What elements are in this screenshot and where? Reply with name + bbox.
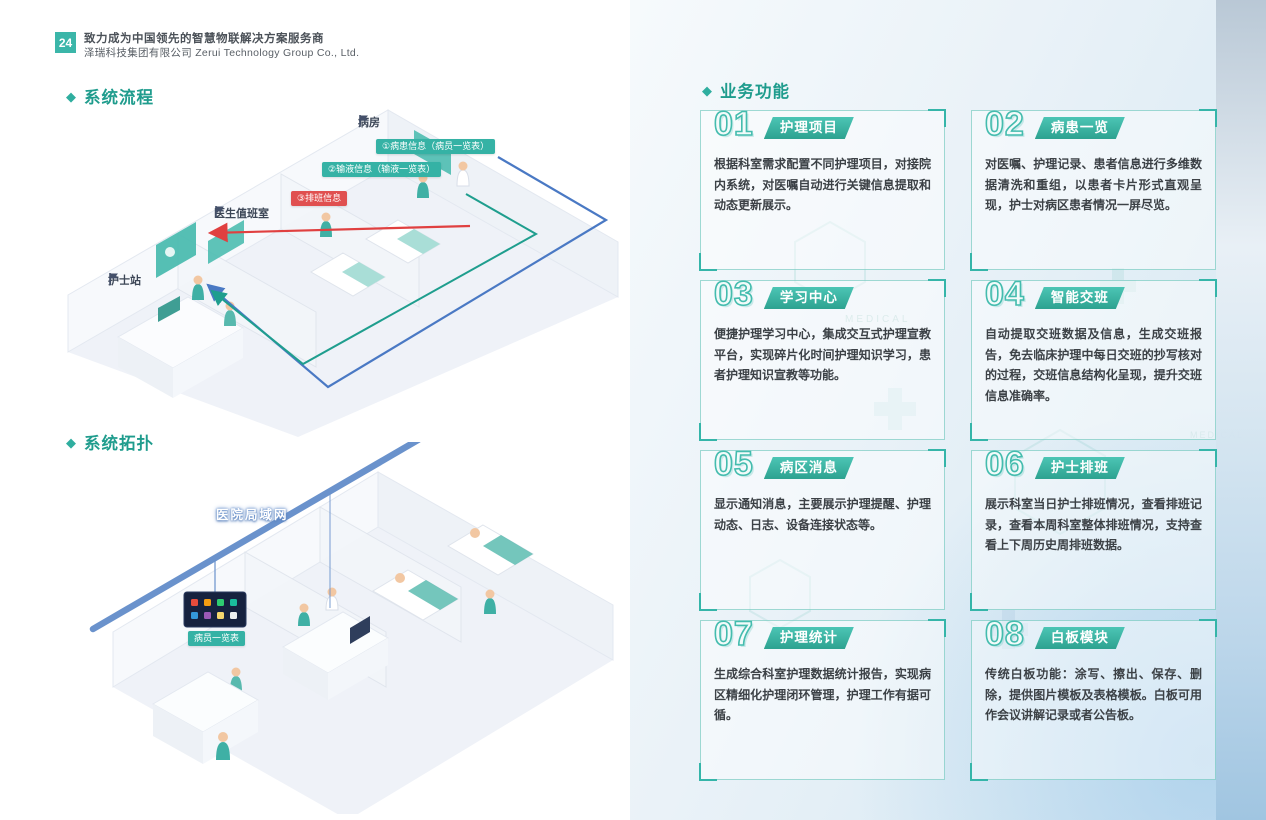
route-schedule-info — [207, 222, 471, 243]
card-header: 04 智能交班 — [984, 273, 1202, 315]
function-card-01: 01 护理项目 根据科室需求配置不同护理项目，对接院内系统，对医嘱自动进行关键信… — [699, 106, 946, 271]
nurse-counter — [151, 667, 260, 764]
card-header: 03 学习中心 — [713, 273, 931, 315]
function-card-05: 05 病区消息 显示通知消息，主要展示护理提醒、护理动态、日志、设备连接状态等。 — [699, 446, 946, 611]
header-slogan: 致力成为中国领先的智慧物联解决方案服务商 — [84, 33, 324, 45]
hospital-beds — [310, 219, 441, 297]
card-description: 展示科室当日护士排班情况，查看排班记录，查看本周科室整体排班情况，支持查看上下周… — [985, 497, 1202, 553]
card-title-badge: 白板模块 — [1035, 627, 1125, 649]
card-number: 03 — [713, 275, 754, 313]
person-figure — [298, 603, 310, 626]
topology-isometric-scene — [89, 442, 614, 814]
card-title-badge: 智能交班 — [1035, 287, 1125, 309]
function-card-02: 02 病患一览 对医嘱、护理记录、患者信息进行多维数据清洗和重组，以患者卡片形式… — [970, 106, 1217, 271]
nurse-station-label: 护士站 — [108, 272, 141, 288]
hospital-lan-line — [89, 442, 421, 633]
card-header: 01 护理项目 — [713, 103, 931, 145]
route-infusion-info — [210, 193, 539, 366]
function-card-03: 03 学习中心 便捷护理学习中心，集成交互式护理宣教平台，实现碎片化时间护理知识… — [699, 276, 946, 441]
section-heading-flow: ◆ 系统流程 — [66, 84, 154, 108]
card-title-badge: 护理项目 — [764, 117, 854, 139]
flow-isometric-scene — [67, 109, 619, 437]
card-title-badge: 病区消息 — [764, 457, 854, 479]
person-figure — [325, 587, 339, 611]
route-label-patient-info: ①病患信息（病员一览表） — [376, 139, 496, 154]
patient-bed — [372, 569, 459, 621]
card-description: 传统白板功能：涂写、擦出、保存、删除，提供图片模板及表格模板。白板可用作会议讲解… — [985, 667, 1202, 723]
flag-icon — [109, 273, 118, 285]
ward-display-screen — [183, 591, 247, 628]
card-description: 生成综合科室护理数据统计报告，实现病区精细化护理闭环管理，护理工作有据可循。 — [714, 667, 931, 723]
header-company: 泽瑞科技集团有限公司 Zerui Technology Group Co., L… — [84, 47, 360, 59]
card-description: 根据科室需求配置不同护理项目，对接院内系统，对医嘱自动进行关键信息提取和动态更新… — [714, 157, 931, 213]
section-title: 系统拓扑 — [84, 435, 154, 453]
card-number: 07 — [713, 615, 754, 653]
person-figure — [456, 161, 470, 187]
route-label-infusion-info: ②输液信息（输液一览表） — [322, 162, 442, 177]
card-number: 04 — [984, 275, 1025, 313]
flag-icon — [215, 206, 224, 218]
person-figure — [417, 173, 429, 198]
card-title-badge: 学习中心 — [764, 287, 854, 309]
page-number: 24 — [55, 32, 76, 53]
section-heading-functions: ◆ 业务功能 — [702, 78, 790, 102]
section-heading-topology: ◆ 系统拓扑 — [66, 430, 154, 454]
card-description: 便捷护理学习中心，集成交互式护理宣教平台，实现碎片化时间护理知识学习，患者护理知… — [714, 327, 931, 383]
card-number: 05 — [713, 445, 754, 483]
card-description: 自动提取交班数据及信息，生成交班报告，免去临床护理中每日交班的抄写核对的过程，交… — [985, 327, 1202, 403]
page-edge-strip — [1216, 0, 1266, 820]
card-header: 07 护理统计 — [713, 613, 931, 655]
screen-label: 病员一览表 — [188, 631, 246, 646]
person-figure — [320, 212, 332, 237]
function-cards-grid: 01 护理项目 根据科室需求配置不同护理项目，对接院内系统，对医嘱自动进行关键信… — [699, 106, 1217, 781]
card-number: 06 — [984, 445, 1025, 483]
route-label-schedule-info: ③排班信息 — [291, 191, 348, 206]
function-card-04: 04 智能交班 自动提取交班数据及信息，生成交班报告，免去临床护理中每日交班的抄… — [970, 276, 1217, 441]
card-description: 显示通知消息，主要展示护理提醒、护理动态、日志、设备连接状态等。 — [714, 497, 931, 532]
card-header: 05 病区消息 — [713, 443, 931, 485]
person-figure — [484, 589, 496, 614]
nurse-station-board — [156, 222, 196, 278]
section-title: 系统流程 — [84, 89, 154, 107]
flag-icon — [359, 115, 368, 127]
person-figure — [192, 275, 204, 300]
card-title-badge: 护理统计 — [764, 627, 854, 649]
card-number: 08 — [984, 615, 1025, 653]
function-card-07: 07 护理统计 生成综合科室护理数据统计报告，实现病区精细化护理闭环管理，护理工… — [699, 616, 946, 781]
right-background-panel — [630, 0, 1266, 820]
person-figure — [216, 732, 230, 760]
function-card-06: 06 护士排班 展示科室当日护士排班情况，查看排班记录，查看本周科室整体排班情况… — [970, 446, 1217, 611]
system-flow-illustration: 病房 ①病患信息（病员一览表） ②输液信息（输液一览表） ③排班信息 医生值班室… — [58, 102, 620, 437]
doctor-office-label: 医生值班室 — [214, 205, 269, 221]
diamond-icon: ◆ — [66, 88, 76, 104]
card-description: 对医嘱、护理记录、患者信息进行多维数据清洗和重组，以患者卡片形式直观呈现，护士对… — [985, 157, 1202, 213]
lan-label: 医院局域网 — [216, 508, 289, 522]
staff-desk — [282, 587, 389, 700]
function-card-08: 08 白板模块 传统白板功能：涂写、擦出、保存、删除，提供图片模板及表格模板。白… — [970, 616, 1217, 781]
ward-label: 病房 — [358, 114, 380, 130]
card-number: 01 — [713, 105, 754, 143]
card-header: 08 白板模块 — [984, 613, 1202, 655]
card-header: 06 护士排班 — [984, 443, 1202, 485]
nurse-counter — [116, 296, 245, 398]
section-title: 业务功能 — [720, 83, 790, 101]
patient-bed — [447, 524, 534, 576]
card-number: 02 — [984, 105, 1025, 143]
diamond-icon: ◆ — [702, 82, 712, 98]
system-topology-illustration: 医院局域网 病员一览表 — [58, 442, 620, 814]
diamond-icon: ◆ — [66, 434, 76, 450]
card-header: 02 病患一览 — [984, 103, 1202, 145]
card-title-badge: 护士排班 — [1035, 457, 1125, 479]
card-title-badge: 病患一览 — [1035, 117, 1125, 139]
